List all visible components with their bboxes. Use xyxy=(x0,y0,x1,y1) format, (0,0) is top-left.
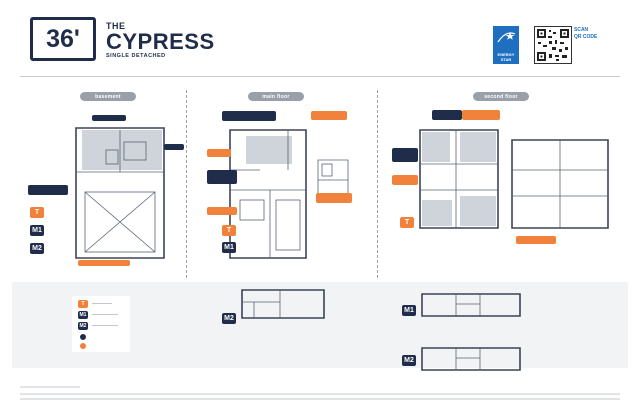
badge-basement-m2: M2 xyxy=(30,243,44,254)
badge-basement-t: T xyxy=(30,207,44,218)
badge-second-m1-alt: M1 xyxy=(402,305,416,316)
callout-second-5 xyxy=(516,236,556,244)
model-name: CYPRESS xyxy=(106,29,215,54)
callout-second-4 xyxy=(392,175,418,185)
badge-second-t: T xyxy=(400,217,414,228)
second-floor-plan xyxy=(419,129,609,229)
scan-subtitle: QR CODE xyxy=(574,33,598,40)
energy-star-wordmark: ENERGY STAR xyxy=(497,52,515,62)
legend-m1: M1 xyxy=(78,311,88,319)
badge-main-m1: M1 xyxy=(222,242,236,253)
section-label-second-floor: second floor xyxy=(473,92,529,101)
badge-second-m2-alt: M2 xyxy=(402,355,416,366)
badge-basement-m1: M1 xyxy=(30,225,44,236)
model-prefix: THE xyxy=(106,21,126,31)
legend-dot-navy xyxy=(80,334,86,340)
scan-qr-callout: SCAN QR CODE xyxy=(574,27,634,46)
second-floor-alt-m2-plan xyxy=(421,347,521,371)
basement-floor-plan xyxy=(0,127,180,270)
footer-disclaimer-line-2 xyxy=(20,398,620,400)
legend-m2: M2 xyxy=(78,322,88,330)
callout-second-2 xyxy=(462,110,500,120)
lot-size-box: 36' xyxy=(30,17,96,61)
energy-star-logo: ENERGY STAR xyxy=(493,26,519,64)
legend-text-t xyxy=(92,303,112,304)
callout-basement-1 xyxy=(92,115,126,121)
column-divider-1 xyxy=(186,90,187,278)
badge-main-t: T xyxy=(222,225,236,236)
scan-title: SCAN xyxy=(574,27,589,33)
legend-dot-orange xyxy=(80,343,86,349)
star-icon xyxy=(497,32,516,43)
legend-t: T xyxy=(78,300,88,308)
main-floor-alt-plan xyxy=(241,289,325,319)
legend-text-m2 xyxy=(92,325,118,326)
qr-code-icon xyxy=(537,29,569,61)
second-floor-alt-m1-plan xyxy=(421,293,521,317)
header-divider xyxy=(20,76,620,77)
qr-code[interactable] xyxy=(534,26,572,64)
lot-size: 36' xyxy=(46,24,80,53)
legend-box: T M1 M2 xyxy=(72,296,130,352)
model-type: SINGLE DETACHED xyxy=(106,53,166,59)
main-floor-plan xyxy=(229,129,349,259)
footer-note-1 xyxy=(20,386,80,388)
callout-main-6 xyxy=(207,207,237,215)
callout-basement-3 xyxy=(28,185,68,195)
legend-text-m1 xyxy=(92,314,118,315)
callout-second-1 xyxy=(432,110,462,120)
section-label-main-floor: main floor xyxy=(248,92,304,101)
callout-main-2 xyxy=(311,111,347,120)
callout-second-3 xyxy=(392,148,418,162)
callout-main-3 xyxy=(207,149,231,157)
section-label-basement: basement xyxy=(80,92,136,101)
callout-main-1 xyxy=(222,111,276,121)
callout-main-4 xyxy=(207,170,237,184)
footer-disclaimer-line-1 xyxy=(20,393,620,395)
column-divider-2 xyxy=(377,90,378,278)
callout-main-5 xyxy=(316,193,352,203)
callout-basement-4 xyxy=(78,260,130,266)
callout-basement-2 xyxy=(164,144,184,150)
badge-main-m2-alt: M2 xyxy=(222,313,236,324)
